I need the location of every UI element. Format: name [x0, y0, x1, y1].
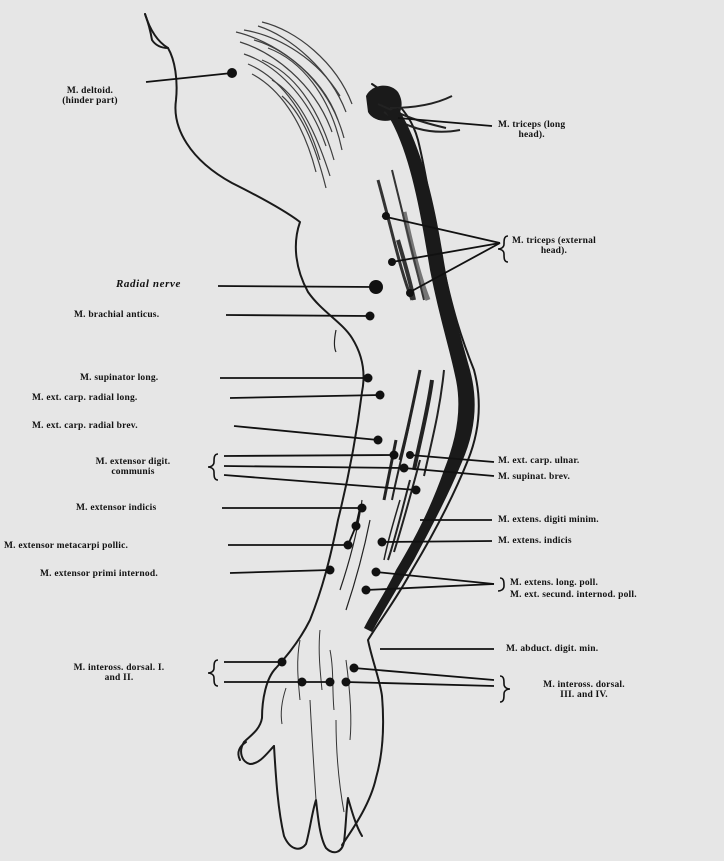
- label-ext-secund-internod-poll: M. ext. secund. internod. poll.: [510, 590, 637, 600]
- label-inteross-dorsal-left: M. inteross. dorsal. I. and II.: [44, 663, 194, 683]
- label-deltoid: M. deltoid. (hinder part): [36, 86, 144, 106]
- label-supinat-brev: M. supinat. brev.: [498, 472, 570, 482]
- label-extensor-digit-communis: M. extensor digit. communis: [64, 457, 202, 477]
- label-extensor-primi-internod: M. extensor primi internod.: [40, 569, 158, 579]
- label-ext-carp-radial-brev: M. ext. carp. radial brev.: [32, 421, 138, 431]
- hand-detail: [281, 630, 351, 812]
- label-triceps-long: M. triceps (long head).: [498, 120, 565, 140]
- label-abduct-digit-min: M. abduct. digit. min.: [506, 644, 598, 654]
- label-inteross-dorsal-right: M. inteross. dorsal. III. and IV.: [514, 680, 654, 700]
- label-brachial-anticus: M. brachial anticus.: [74, 310, 159, 320]
- triceps-dark-mass: [364, 86, 475, 632]
- label-triceps-external: M. triceps (external head).: [512, 236, 596, 256]
- label-extensor-indicis: M. extensor indicis: [76, 503, 156, 513]
- deltoid-hatching: [236, 22, 352, 188]
- label-ext-carp-radial-long: M. ext. carp. radial long.: [32, 393, 137, 403]
- label-ext-carp-ulnar: M. ext. carp. ulnar.: [498, 456, 580, 466]
- pointer-lines: [146, 73, 500, 686]
- label-extens-indicis: M. extens. indicis: [498, 536, 572, 546]
- label-extens-long-poll: M. extens. long. poll.: [510, 578, 598, 588]
- label-supinator-long: M. supinator long.: [80, 373, 158, 383]
- shoulder-edge: [145, 14, 168, 48]
- label-extensor-metacarpi-pollic: M. extensor metacarpi pollic.: [4, 541, 128, 551]
- label-extens-digiti-minim: M. extens. digiti minim.: [498, 515, 599, 525]
- label-radial-nerve: Radial nerve: [116, 279, 181, 289]
